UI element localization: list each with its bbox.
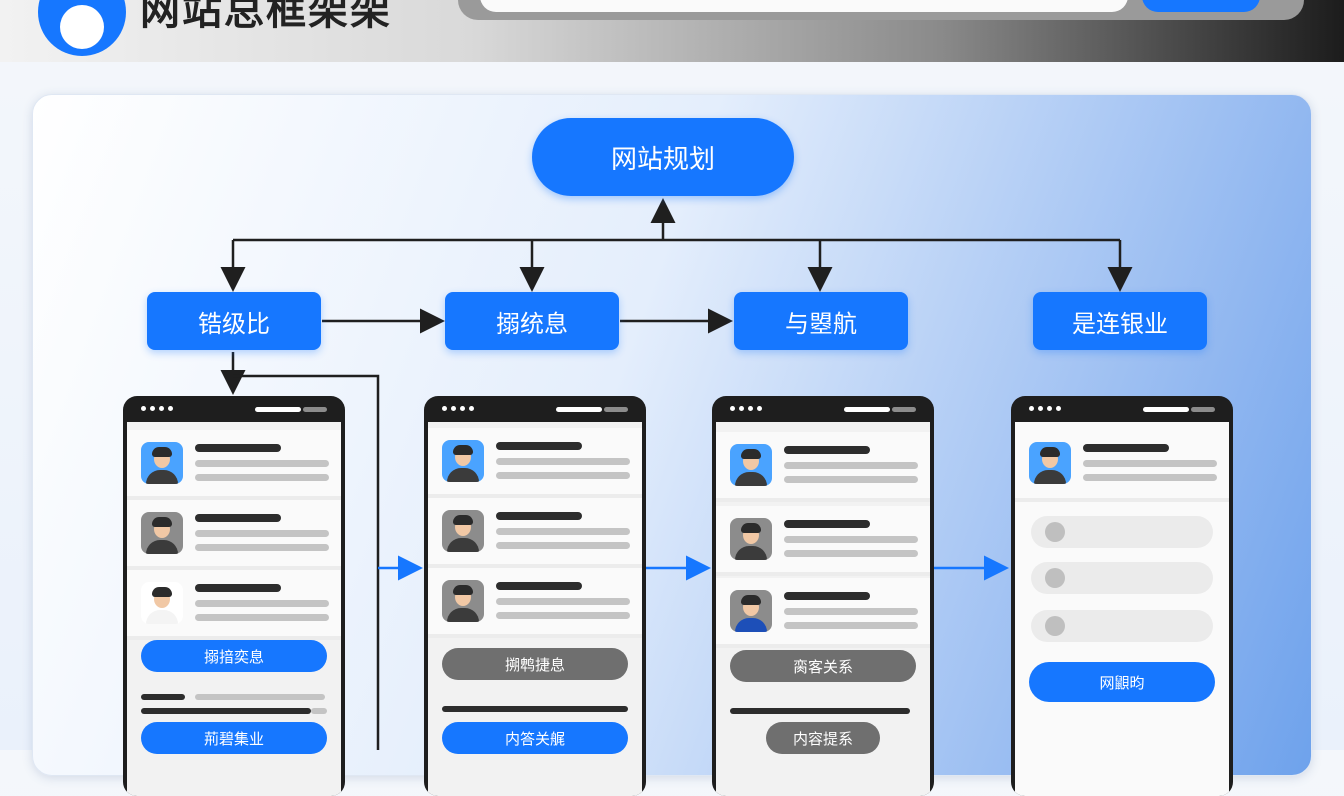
toggle-row[interactable] <box>1031 610 1213 642</box>
list-item[interactable] <box>716 506 930 576</box>
phone-screen: 网鼰昀 <box>1015 422 1229 796</box>
list-item[interactable] <box>127 430 341 500</box>
toggle-row[interactable] <box>1031 516 1213 548</box>
list-item[interactable] <box>428 428 642 498</box>
avatar <box>730 518 772 560</box>
phone-secondary-button[interactable]: 荊碧集业 <box>141 722 327 754</box>
phone-screen: 搦揞奕息 荊碧集业 <box>127 422 341 796</box>
logo-icon[interactable] <box>38 0 126 56</box>
phone-secondary-button[interactable]: 内答关艉 <box>442 722 628 754</box>
phone-mockup-1: 搦揞奕息 荊碧集业 <box>123 396 345 796</box>
root-node[interactable]: 网站规划 <box>532 118 794 196</box>
node-3[interactable]: 与曌航 <box>734 292 908 350</box>
list-item[interactable] <box>428 498 642 568</box>
phone-status-bar <box>712 396 934 422</box>
phone-mockup-2: 搠鹎捷息 内答关艉 <box>424 396 646 796</box>
avatar <box>141 512 183 554</box>
search-input[interactable] <box>480 0 1128 12</box>
phone-status-bar <box>1011 396 1233 422</box>
phone-status-bar <box>123 396 345 422</box>
avatar <box>1029 442 1071 484</box>
avatar <box>730 444 772 486</box>
avatar <box>442 440 484 482</box>
list-item[interactable] <box>716 578 930 648</box>
phone-primary-button[interactable]: 搠鹎捷息 <box>442 648 628 680</box>
node-2[interactable]: 搦统息 <box>445 292 619 350</box>
top-header: 网站总框架架 <box>0 0 1344 62</box>
toggle-row[interactable] <box>1031 562 1213 594</box>
list-item[interactable] <box>127 500 341 570</box>
phone-primary-button[interactable]: 搦揞奕息 <box>141 640 327 672</box>
phone-primary-button[interactable]: 脔客关系 <box>730 650 916 682</box>
phone-screen: 搠鹎捷息 内答关艉 <box>428 422 642 796</box>
phone-screen: 脔客关系 内容提系 <box>716 422 930 796</box>
avatar <box>141 582 183 624</box>
search-button[interactable] <box>1142 0 1260 12</box>
phone-primary-button[interactable]: 网鼰昀 <box>1029 662 1215 702</box>
list-item[interactable] <box>127 570 341 640</box>
list-item[interactable] <box>716 432 930 502</box>
node-1[interactable]: 锆级比 <box>147 292 321 350</box>
avatar <box>141 442 183 484</box>
phone-secondary-button[interactable]: 内容提系 <box>766 722 880 754</box>
phone-status-bar <box>424 396 646 422</box>
avatar <box>442 510 484 552</box>
node-4[interactable]: 是连银业 <box>1033 292 1207 350</box>
phone-mockup-4: 网鼰昀 <box>1011 396 1233 796</box>
list-item[interactable] <box>428 568 642 638</box>
avatar <box>442 580 484 622</box>
avatar <box>730 590 772 632</box>
brand-title: 网站总框架架 <box>140 0 392 34</box>
list-item[interactable] <box>1015 430 1229 502</box>
phone-mockup-3: 脔客关系 内容提系 <box>712 396 934 796</box>
